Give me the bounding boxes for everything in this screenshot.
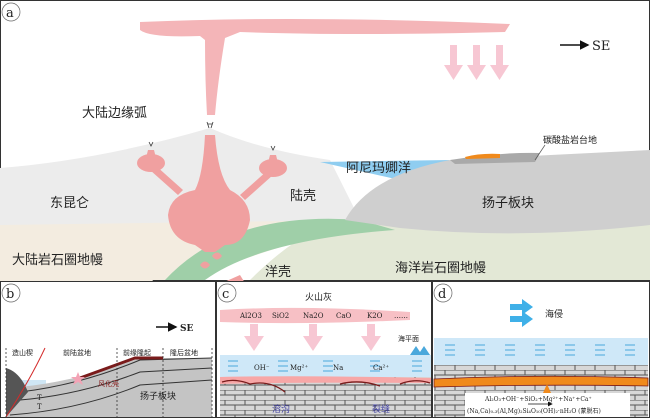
down-arrows-c-icon bbox=[244, 324, 381, 351]
oxide-more: …… bbox=[394, 312, 408, 320]
weathering-label: 风化壳 bbox=[98, 379, 119, 388]
seawater-d bbox=[434, 338, 648, 365]
continental-crust bbox=[0, 128, 360, 225]
east-kunlun-label: 东昆仑 bbox=[50, 196, 89, 211]
carbonate-platform-label: 碳酸盐岩台地 bbox=[543, 134, 597, 146]
magma-chamber bbox=[137, 135, 287, 300]
backbulge-basin-label: 隆后盆地 bbox=[170, 348, 198, 357]
continental-mantle-label: 大陆岩石圈地幔 bbox=[12, 252, 103, 268]
sea-level-icon bbox=[410, 346, 430, 355]
t2-label: T bbox=[37, 403, 42, 411]
animaqing-ocean-label: 阿尼玛卿洋 bbox=[346, 161, 411, 176]
panel-a: a SE 大陆边缘弧 东昆仑 陆壳 大陆岩石圈地幔 洋壳 海洋岩石圈地幔 阿尼玛… bbox=[0, 0, 650, 300]
yangtze-block-shape bbox=[345, 150, 650, 234]
oxide-na2o: Na2O bbox=[303, 312, 324, 320]
carbonate-platform-shape bbox=[450, 152, 540, 164]
panel-d-label: d bbox=[438, 287, 446, 302]
animaqing-ocean bbox=[320, 160, 450, 180]
karst-groove-label: 溶沟 bbox=[272, 403, 290, 415]
foreland-basin-label: 前陆盆地 bbox=[63, 348, 91, 357]
reactants-formula: Al₂O₃+OH⁻+SiO₂+Mg²⁺+Na⁺+Ca⁺ bbox=[484, 396, 592, 403]
orogenic-wedge-label: 造山楔 bbox=[12, 348, 33, 357]
forebulge-label: 前缘隆起 bbox=[123, 348, 151, 357]
direction-label: SE bbox=[592, 39, 610, 54]
ion-oh: OH⁻ bbox=[254, 364, 270, 372]
oceanic-crust bbox=[165, 218, 395, 280]
oceanic-mantle-label: 海洋岩石圈地幔 bbox=[395, 261, 486, 276]
oxide-cao: CaO bbox=[336, 312, 352, 320]
fracture-label: 裂缝 bbox=[372, 403, 390, 415]
volcanic-ash-label: 火山灰 bbox=[305, 291, 332, 303]
oceanic-crust-label: 洋壳 bbox=[265, 265, 291, 280]
t1-label: T bbox=[37, 394, 42, 402]
oxide-al2o3: Al2O3 bbox=[239, 312, 262, 320]
direction-label-b: SE bbox=[180, 324, 193, 334]
yangtze-block-b-label: 扬子板块 bbox=[140, 390, 176, 402]
continental-crust-label: 陆壳 bbox=[290, 188, 316, 204]
panel-d: d 海侵 Al₂O₃+OH⁻+SiO₂+Mg²⁺+Na⁺+Ca⁺ (Na,Ca)… bbox=[432, 281, 650, 418]
orogenic-wedge bbox=[6, 368, 28, 417]
ion-na: Na bbox=[333, 364, 343, 372]
volcanic-plume bbox=[140, 18, 510, 115]
down-arrows-icon bbox=[444, 45, 509, 80]
yangtze-block-b bbox=[6, 358, 212, 417]
transgression-arrows-icon bbox=[510, 299, 533, 327]
panel-c: c 火山灰 Al2O3 SiO2 Na2O CaO K2O …… OH⁻ Mg²… bbox=[216, 281, 432, 418]
ion-mg: Mg²⁺ bbox=[290, 364, 308, 372]
transgression-label: 海侵 bbox=[545, 308, 563, 320]
ion-ca: Ca²⁺ bbox=[373, 364, 389, 372]
oxide-sio2: SiO2 bbox=[272, 312, 289, 320]
panel-b-label: b bbox=[6, 287, 14, 302]
bentonite-layer bbox=[433, 375, 649, 388]
product-formula: (Na,Ca)₀.₃(Al,Mg)₂Si₄O₁₀(OH)₂·nH₂O (蒙脱石) bbox=[467, 407, 601, 415]
circle-label-a: a bbox=[1, 2, 21, 22]
oxide-k2o: K2O bbox=[367, 312, 383, 320]
continental-arc-label: 大陆边缘弧 bbox=[82, 105, 147, 121]
panel-c-label: c bbox=[222, 287, 229, 302]
vent-icons bbox=[148, 121, 276, 151]
ash-band bbox=[220, 307, 410, 324]
sea-level-label: 海平面 bbox=[398, 334, 419, 343]
panel-a-label: a bbox=[6, 6, 14, 21]
panel-b: b SE 造山楔 前陆盆地 前缘隆起 隆后盆地 扬子板块 风化壳 T T bbox=[0, 281, 216, 418]
yangtze-block-label: 扬子板块 bbox=[482, 196, 534, 211]
